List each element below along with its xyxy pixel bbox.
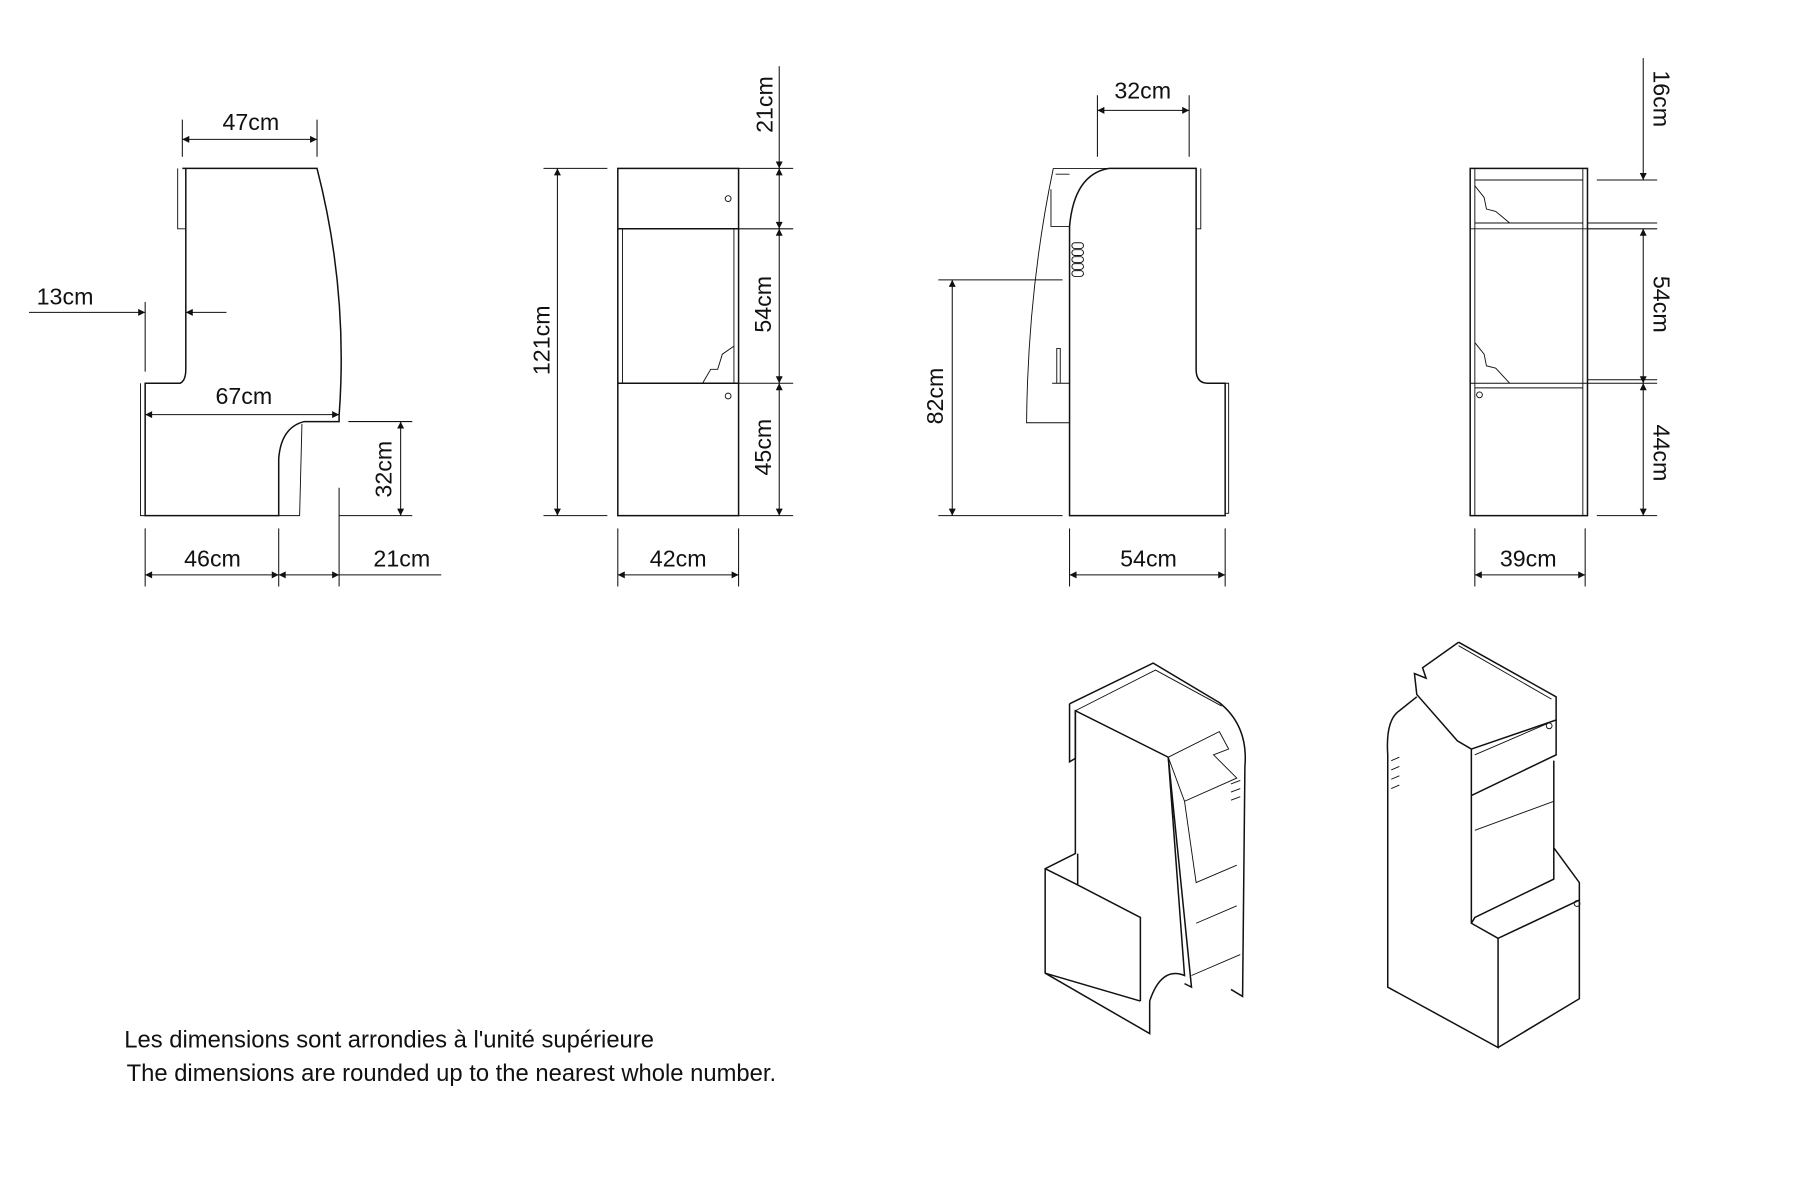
dim-kick-depth: 21cm — [373, 546, 430, 572]
dim-middle-section: 54cm — [750, 276, 776, 333]
front-view: 121cm 21cm 54cm 45cm 42cm — [528, 66, 794, 587]
dim-control-height: 82cm — [922, 368, 948, 425]
dim-width: 42cm — [650, 546, 707, 572]
dim-top-width: 47cm — [222, 109, 279, 135]
isometric-view-front — [1044, 662, 1247, 1035]
dim-middle-section: 54cm — [1649, 276, 1675, 333]
side-view-right: 32cm 82cm 54cm — [922, 78, 1230, 587]
dim-step-depth: 13cm — [37, 283, 94, 309]
side-view-left: 47cm 13cm 67cm 32cm 46cm 21cm — [29, 109, 442, 587]
button-row-icon — [1071, 242, 1084, 277]
dim-top-section: 21cm — [751, 76, 777, 133]
back-view: 16cm 54cm 44cm 39cm — [1469, 58, 1675, 587]
dim-total-height: 121cm — [528, 305, 554, 375]
note-french: Les dimensions sont arrondies à l'unité … — [124, 1027, 654, 1054]
dim-base-depth: 54cm — [1120, 546, 1177, 572]
dim-total-depth: 67cm — [215, 383, 272, 409]
dim-top-section: 16cm — [1649, 70, 1675, 127]
dim-top-width: 32cm — [1114, 78, 1171, 104]
dim-bottom-section: 44cm — [1649, 425, 1675, 482]
isometric-view-back — [1386, 641, 1581, 1049]
dim-base-depth: 46cm — [184, 546, 241, 572]
dim-width: 39cm — [1500, 546, 1557, 572]
dim-bottom-section: 45cm — [750, 419, 776, 476]
note-english: The dimensions are rounded up to the nea… — [127, 1060, 777, 1087]
dim-kick-height: 32cm — [370, 441, 396, 498]
